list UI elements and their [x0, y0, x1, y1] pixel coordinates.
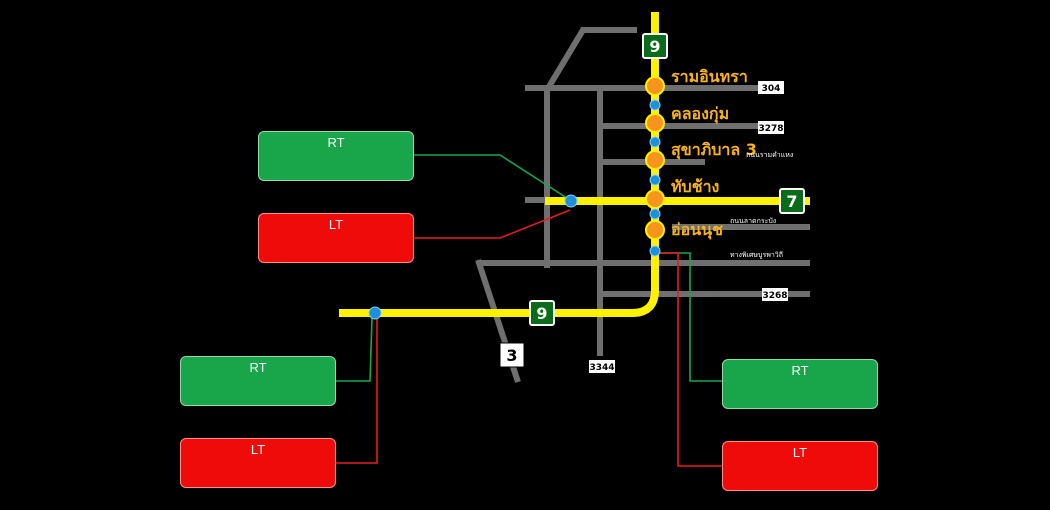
route-shield-9-north: 9 — [649, 37, 660, 56]
camera-dot[interactable] — [564, 194, 578, 208]
route-shield-9-west: 9 — [536, 304, 547, 323]
road-number-tag: 304 — [762, 84, 781, 94]
station-sukhaphiban-3[interactable] — [645, 150, 665, 170]
local-road-diagonal-north — [544, 27, 637, 268]
station-on-nut[interactable] — [645, 220, 665, 240]
connector-upper-lt — [414, 209, 571, 239]
camera-dot[interactable] — [649, 99, 661, 111]
camera-dots — [368, 99, 661, 320]
route-shields: 9 7 9 3 — [499, 33, 805, 368]
camera-panel-left-upper-lt[interactable]: LT — [258, 213, 414, 263]
connector-right-lt — [652, 252, 722, 467]
highways — [339, 12, 810, 317]
connector-lines — [336, 154, 722, 467]
station-tab-chang[interactable] — [645, 189, 665, 209]
route-shield-7: 7 — [786, 192, 797, 211]
station-khlong-kum[interactable] — [645, 113, 665, 133]
camera-panel-right-rt[interactable]: RT — [722, 359, 878, 409]
station-label: คลองกุ่ม — [671, 104, 729, 124]
camera-panel-right-lt[interactable]: LT — [722, 441, 878, 491]
stations — [645, 76, 665, 240]
road-label: ทางพิเศษบูรพาวิถี — [730, 251, 783, 259]
station-label: รามอินทรา — [671, 67, 748, 86]
small-road-labels: ถนนรามคำแหง ถนนลาดกระบัง ทางพิเศษบูรพาวิ… — [730, 151, 793, 259]
station-label: ทับช้าง — [671, 177, 719, 196]
camera-dot[interactable] — [649, 245, 661, 257]
camera-dot[interactable] — [368, 306, 382, 320]
station-label: สุขาภิบาล 3 — [671, 140, 757, 160]
camera-dot[interactable] — [649, 136, 661, 148]
camera-panel-left-upper-rt[interactable]: RT — [258, 131, 414, 181]
station-labels: รามอินทรา คลองกุ่ม สุขาภิบาล 3 ทับช้าง อ… — [671, 67, 757, 240]
route-shield-3: 3 — [506, 346, 517, 365]
connector-right-rt — [658, 252, 722, 382]
road-number-tags: 304 3278 3268 3344 — [589, 81, 788, 373]
road-number-tag: 3344 — [589, 363, 614, 373]
connector-lower-lt — [336, 318, 378, 464]
camera-panel-left-lower-lt[interactable]: LT — [180, 438, 336, 488]
connector-upper-rt — [414, 154, 571, 201]
road-label: ถนนลาดกระบัง — [730, 217, 776, 225]
camera-dot[interactable] — [649, 208, 661, 220]
highway-9-north-south — [339, 12, 659, 317]
road-number-tag: 3278 — [758, 124, 783, 134]
station-label: อ่อนนุช — [671, 220, 723, 240]
road-number-tag: 3268 — [762, 291, 787, 301]
station-ram-inthra[interactable] — [645, 76, 665, 96]
road-label: ถนนรามคำแหง — [746, 151, 793, 159]
camera-panel-left-lower-rt[interactable]: RT — [180, 356, 336, 406]
connector-lower-rt — [336, 317, 373, 382]
camera-dot[interactable] — [649, 174, 661, 186]
